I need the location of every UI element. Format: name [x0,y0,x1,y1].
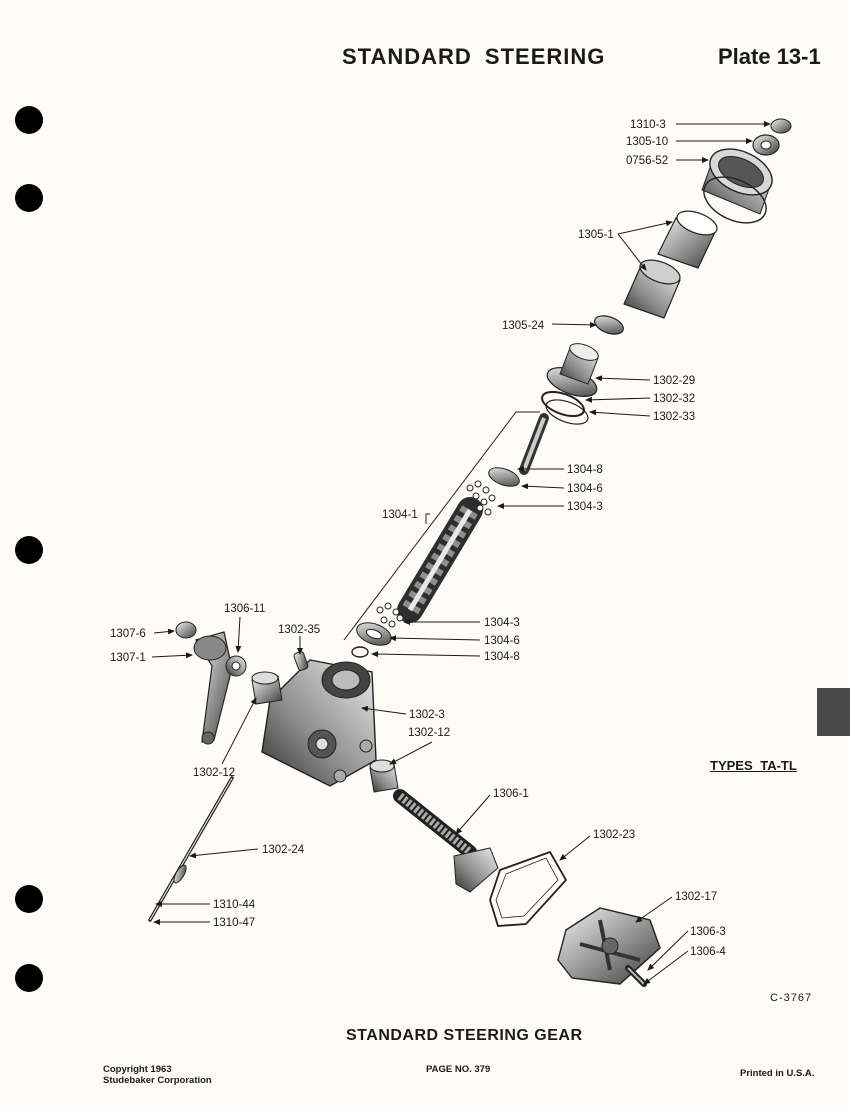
label-1304-6-top: 1304-6 [567,483,603,495]
side-cover-1302-17 [557,907,661,985]
page-title: STANDARD STEERING [342,44,606,69]
label-1305-24: 1305-24 [502,320,545,332]
label-1304-3-bottom: 1304-3 [484,617,520,629]
label-1307-1: 1307-1 [110,652,146,664]
figure-code: C-3767 [770,992,813,1004]
label-1304-8-bottom: 1304-8 [484,651,520,663]
section-index-tab [817,688,850,736]
label-1306-4: 1306-4 [690,946,726,958]
binder-hole-1 [15,106,43,134]
worm-shaft-assembly-1304-1 [397,413,549,623]
bearing-1305-10 [752,134,780,156]
upper-cover-1302-29 [546,343,599,397]
label-1305-1: 1305-1 [578,229,614,241]
bushing-1302-12-left [251,671,283,705]
bracket-1304-1 [425,513,430,524]
figure-caption: STANDARD STEERING GEAR [346,1027,583,1044]
washer-1306-11 [225,655,247,677]
binder-hole-4 [15,885,43,913]
gasket-1302-23 [489,850,568,927]
binder-hole-3 [15,536,43,564]
label-1302-3: 1302-3 [409,709,445,721]
ball-bearings-upper [466,480,496,516]
sleeve-1305-1-upper [657,210,718,269]
adjusting-screw-1302-24 [148,776,234,922]
copyright: Copyright 1963 Studebaker Corporation [103,1064,212,1086]
page-number: PAGE NO. 379 [426,1064,491,1075]
label-0756-52: 0756-52 [626,155,668,167]
binder-hole-5 [15,964,43,992]
label-1302-23: 1302-23 [593,829,635,841]
label-1302-33: 1302-33 [653,411,695,423]
plate-number: Plate 13-1 [718,44,821,69]
steering-column-tube-0756-52 [701,148,773,224]
sector-shaft-1306-1 [393,789,499,893]
pitman-arm-1307-1 [193,631,233,745]
vehicle-types-label: TYPES TA-TL [710,758,797,773]
label-1304-6-bottom: 1304-6 [484,635,520,647]
label-1302-24: 1302-24 [262,844,305,856]
label-1306-11: 1306-11 [224,603,265,615]
shims-1302-32-1302-33 [541,390,589,425]
printed-in: Printed in U.S.A. [740,1068,815,1079]
label-1306-3: 1306-3 [690,926,726,938]
bearing-1305-24 [594,315,624,335]
bolt-1306-3 [625,965,647,987]
bearing-cup-lower [351,622,392,658]
label-1310-47: 1310-47 [213,917,255,929]
bushing-1302-12-right [369,759,399,793]
ball-bearings-lower [376,602,404,628]
label-1302-35: 1302-35 [278,624,320,636]
label-1302-12-right: 1302-12 [408,727,450,739]
label-1302-17: 1302-17 [675,891,717,903]
sleeve-1305-1-lower [623,259,681,319]
binder-hole-2 [15,184,43,212]
steering-gear-housing-1302-3 [261,651,377,787]
label-1302-29: 1302-29 [653,375,695,387]
label-1306-1: 1306-1 [493,788,529,800]
label-1304-1: 1304-1 [382,509,418,521]
label-1307-6: 1307-6 [110,628,146,640]
nut-1307-6 [175,621,197,639]
label-1305-10: 1305-10 [626,136,668,148]
copyright-owner: Studebaker Corporation [103,1075,212,1086]
label-1310-3: 1310-3 [630,119,666,131]
label-1302-12-left: 1302-12 [193,767,235,779]
worm-assembly-bracket [343,411,540,641]
leader-lines [151,121,771,985]
nut-1310-3 [770,118,792,134]
label-1304-8-top: 1304-8 [567,464,603,476]
label-1302-32: 1302-32 [653,393,695,405]
copyright-year: Copyright 1963 [103,1064,172,1075]
label-1304-3-top: 1304-3 [567,501,603,513]
label-1310-44: 1310-44 [213,899,256,911]
